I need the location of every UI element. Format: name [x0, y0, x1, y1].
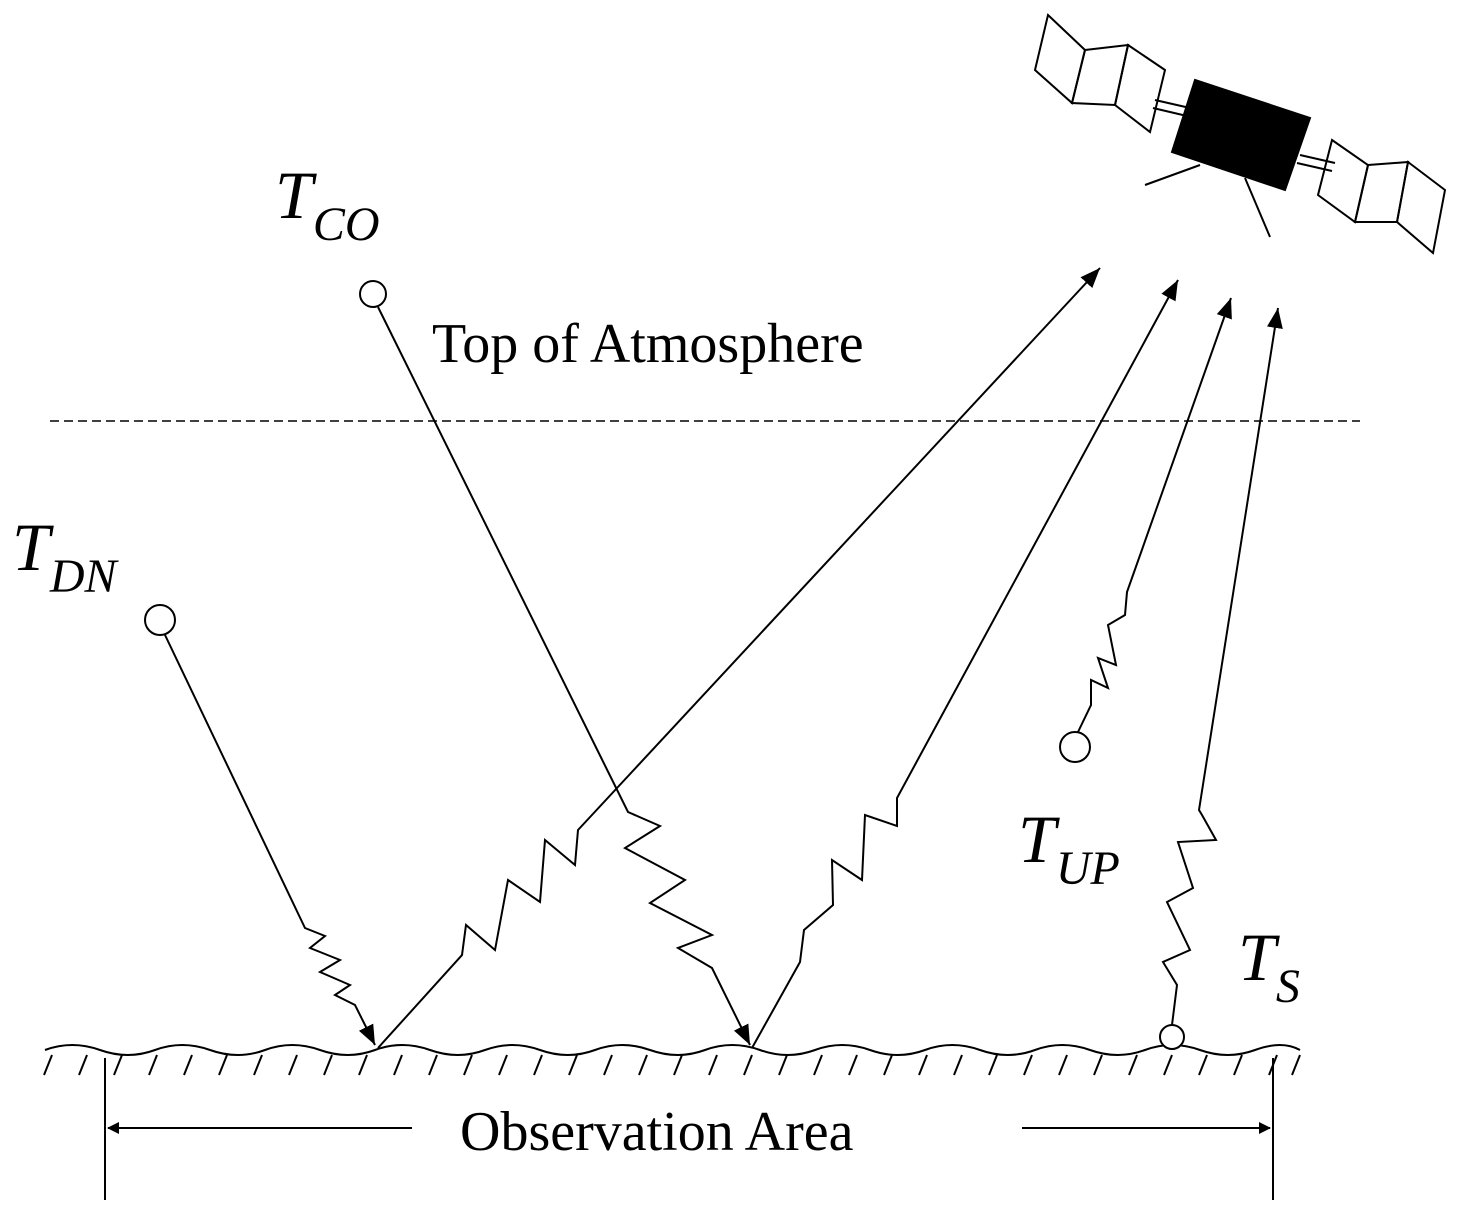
ground-surface [43, 1044, 1301, 1076]
t-dn-label: TDN [12, 509, 119, 603]
t-dn-node [144, 604, 176, 636]
t-s-node [1159, 1024, 1185, 1050]
t-dn-ray [164, 634, 376, 1046]
observation-area-label: Observation Area [460, 1101, 854, 1163]
t-s-label: TS [1238, 919, 1300, 1013]
t-up-node [1059, 731, 1091, 763]
observation-area-dimension [104, 1058, 1274, 1200]
toa-label: Top of Atmosphere [432, 313, 864, 375]
satellite-icon [1033, 13, 1447, 255]
t-s-ray [1161, 307, 1283, 1026]
t-up-ray [1077, 297, 1232, 733]
t-up-label: TUP [1018, 801, 1120, 895]
t-co-label: TCO [275, 157, 380, 251]
t-co-ray [377, 306, 751, 1046]
t-co-node [359, 280, 387, 308]
reflected-ray-2 [751, 279, 1179, 1049]
reflected-ray-1 [377, 267, 1101, 1049]
